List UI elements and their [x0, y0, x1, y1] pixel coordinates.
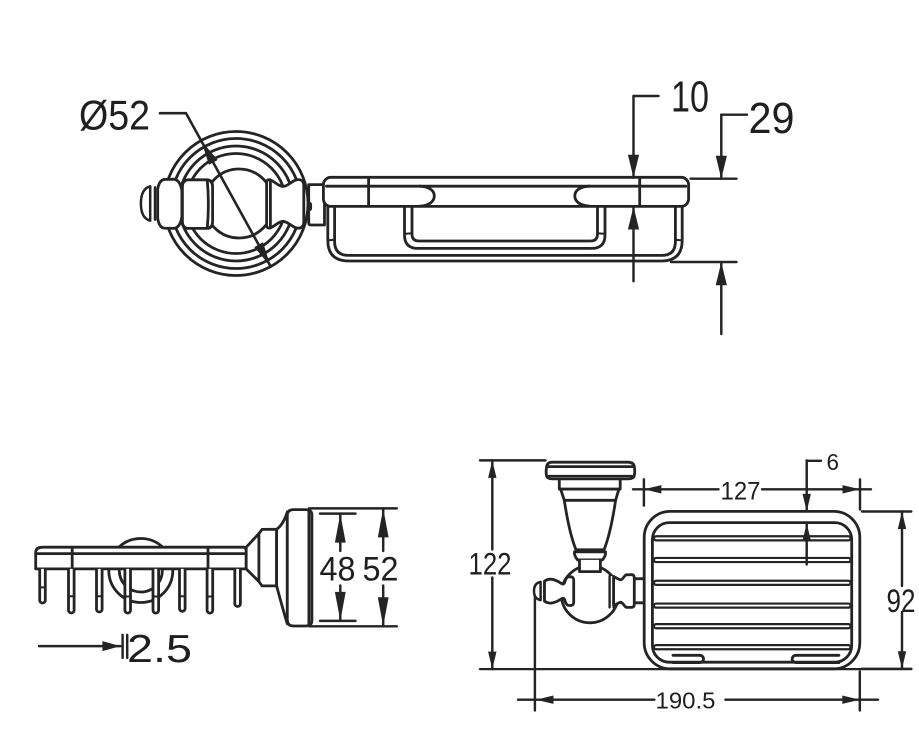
svg-text:29: 29 [749, 95, 795, 143]
svg-text:52: 52 [363, 551, 399, 589]
svg-text:127: 127 [721, 477, 761, 505]
svg-text:6: 6 [827, 449, 840, 475]
svg-text:122: 122 [469, 546, 512, 582]
svg-text:190.5: 190.5 [656, 687, 716, 713]
svg-text:48: 48 [320, 551, 356, 589]
svg-text:10: 10 [671, 73, 709, 121]
svg-text:2.5: 2.5 [127, 628, 192, 671]
svg-text:Ø52: Ø52 [79, 92, 150, 139]
svg-text:92: 92 [887, 583, 916, 619]
